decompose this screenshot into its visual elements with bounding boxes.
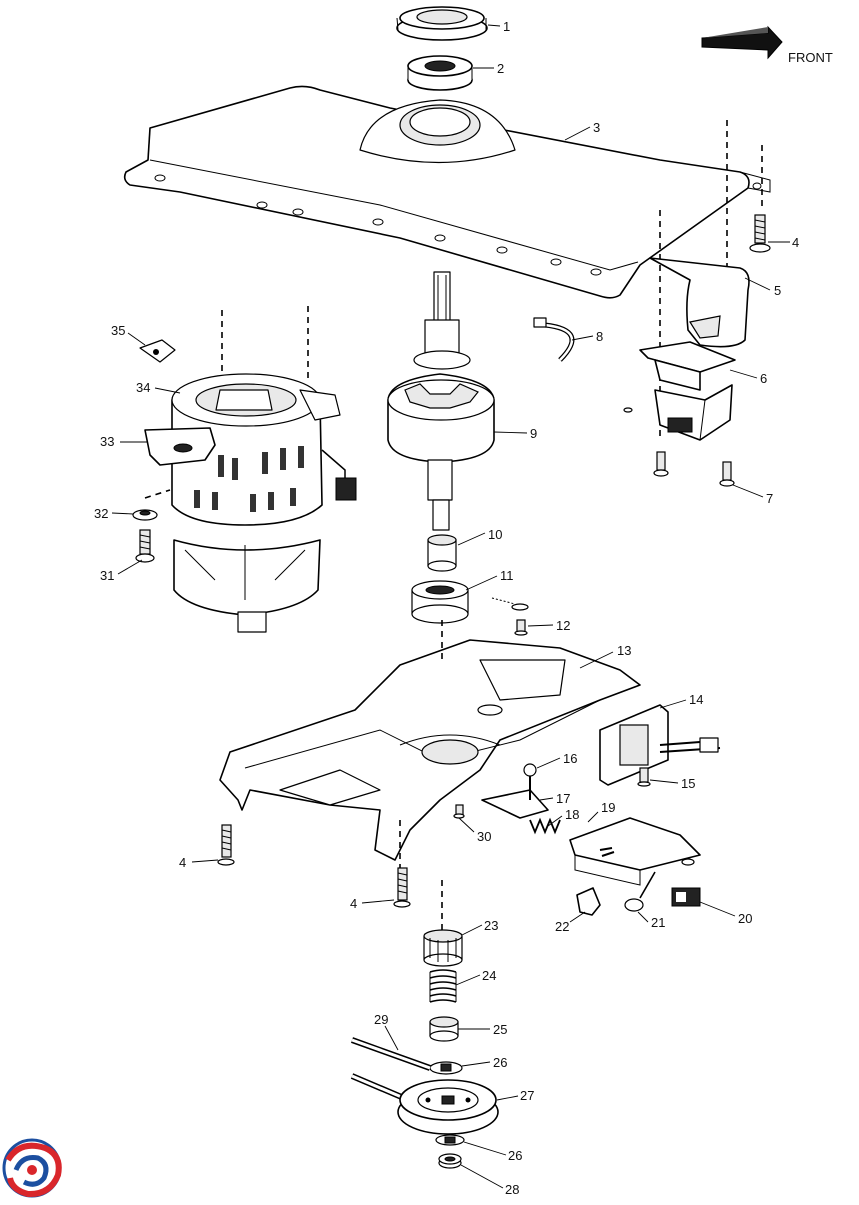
callout-17: 17	[556, 791, 570, 806]
callout-35: 35	[111, 323, 125, 338]
callout-13: 13	[617, 643, 631, 658]
part-11-bearing	[411, 580, 469, 624]
part-22-cam	[576, 887, 601, 916]
part-16-17-lever	[481, 763, 549, 819]
callout-22: 22	[555, 919, 569, 934]
front-direction-arrow	[701, 25, 783, 60]
callout-12: 12	[556, 618, 570, 633]
part-19-actuator	[569, 817, 701, 886]
part-27-pulley	[397, 1079, 499, 1135]
part-20-switch	[671, 887, 701, 907]
part-25-collar	[429, 1016, 459, 1042]
part-8-clip	[533, 317, 575, 362]
part-4-screw-left	[217, 824, 235, 866]
callout-27: 27	[520, 1088, 534, 1103]
part-3-mounting-plate	[123, 85, 771, 299]
part-35-clip	[139, 339, 176, 363]
callout-4: 4	[792, 235, 799, 250]
callout-21: 21	[651, 915, 665, 930]
callout-15: 15	[681, 776, 695, 791]
part-32-washer	[132, 489, 171, 521]
part-13-base-frame	[219, 639, 641, 861]
callout-18: 18	[565, 807, 579, 822]
part-23-gear	[423, 929, 463, 967]
part-24-spring	[429, 969, 457, 1003]
callout-24: 24	[482, 968, 496, 983]
callout-4-left: 4	[179, 855, 186, 870]
callout-20: 20	[738, 911, 752, 926]
part-18-spring	[529, 817, 561, 835]
part-34-motor	[171, 306, 357, 633]
part-6-switch-bracket	[623, 341, 736, 441]
part-4-screw	[749, 214, 771, 253]
part-28-nut	[438, 1153, 462, 1169]
callout-32: 32	[94, 506, 108, 521]
part-33-motor-bracket	[144, 389, 341, 466]
part-1-seal	[396, 6, 488, 41]
leader-lines	[111, 24, 790, 1189]
callout-25: 25	[493, 1022, 507, 1037]
callout-5: 5	[774, 283, 781, 298]
part-12-spring-washer	[491, 597, 529, 636]
part-30-screw	[453, 804, 465, 819]
callout-31: 31	[100, 568, 114, 583]
part-10-coupler	[427, 534, 457, 572]
brand-logo	[2, 1138, 62, 1198]
callout-1: 1	[503, 19, 510, 34]
callout-26-lower: 26	[508, 1148, 522, 1163]
callout-19: 19	[601, 800, 615, 815]
part-4-screw-center	[393, 867, 411, 908]
part-14-bracket	[599, 704, 721, 786]
callout-16: 16	[563, 751, 577, 766]
part-2-bearing	[407, 55, 473, 91]
callout-2: 2	[497, 61, 504, 76]
callout-29: 29	[374, 1012, 388, 1027]
callout-9: 9	[530, 426, 537, 441]
callout-26: 26	[493, 1055, 507, 1070]
part-21-torsion-spring	[624, 871, 656, 912]
part-9-shaft-assembly	[387, 271, 495, 531]
part-7-screws	[653, 451, 735, 487]
callout-3: 3	[593, 120, 600, 135]
callout-11: 11	[500, 568, 514, 583]
callout-28: 28	[505, 1182, 519, 1197]
callout-7: 7	[766, 491, 773, 506]
part-15-screw	[637, 767, 651, 787]
part-26-washer	[429, 1061, 463, 1075]
callout-14: 14	[689, 692, 703, 707]
callout-23: 23	[484, 918, 498, 933]
callout-34: 34	[136, 380, 150, 395]
callout-8: 8	[596, 329, 603, 344]
callout-33: 33	[100, 434, 114, 449]
front-label: FRONT	[788, 50, 833, 65]
callout-10: 10	[488, 527, 502, 542]
part-26-washer-bottom	[435, 1134, 465, 1146]
callout-30: 30	[477, 829, 491, 844]
part-5-cover	[649, 257, 750, 348]
part-31-screw	[135, 529, 155, 563]
callout-6: 6	[760, 371, 767, 386]
callout-4-center: 4	[350, 896, 357, 911]
